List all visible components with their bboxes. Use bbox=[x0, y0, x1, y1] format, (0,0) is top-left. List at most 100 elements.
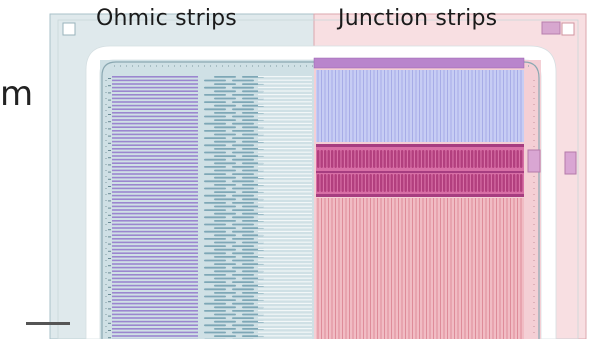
junction-strip-pad bbox=[376, 150, 379, 168]
junction-strip-pad bbox=[320, 150, 323, 168]
junction-strip-pad bbox=[408, 150, 411, 168]
ohmic-strip bbox=[258, 252, 312, 254]
junction-strip-pad bbox=[506, 150, 509, 168]
junction-strip-pad bbox=[320, 174, 323, 192]
ohmic-strip-segment bbox=[214, 227, 236, 229]
junction-strip-pad bbox=[334, 150, 337, 168]
ohmic-strip-segment bbox=[214, 155, 236, 157]
junction-strip-array bbox=[313, 57, 525, 339]
ohmic-strip bbox=[112, 76, 198, 78]
ohmic-strip bbox=[112, 144, 198, 146]
ohmic-strip bbox=[112, 209, 198, 211]
ohmic-strip-segment bbox=[232, 310, 254, 312]
junction-strip-pad bbox=[338, 174, 341, 192]
ohmic-strip bbox=[258, 180, 312, 182]
ohmic-strip-array bbox=[108, 76, 312, 339]
junction-strip-pad bbox=[436, 150, 439, 168]
ohmic-strip-segment bbox=[232, 259, 254, 262]
ohmic-strip bbox=[112, 263, 198, 265]
ohmic-strip-segment bbox=[214, 90, 236, 93]
junction-strip-pad bbox=[439, 174, 442, 192]
ohmic-strip bbox=[258, 263, 312, 265]
ohmic-strip-segment bbox=[204, 144, 226, 147]
ohmic-strip-segment bbox=[214, 328, 236, 330]
junction-strip-pad bbox=[404, 150, 407, 168]
ohmic-strip bbox=[258, 234, 312, 236]
junction-strip-pad bbox=[464, 150, 467, 168]
ohmic-strip bbox=[258, 277, 312, 279]
junction-strip-pad bbox=[467, 174, 470, 192]
junction-strip-pad bbox=[439, 150, 442, 168]
ohmic-strip bbox=[112, 112, 198, 114]
ohmic-strip-segment bbox=[214, 184, 236, 186]
ohmic-strip-segment bbox=[204, 317, 226, 319]
ohmic-strip bbox=[112, 126, 198, 128]
unit-label: m bbox=[0, 74, 34, 114]
ohmic-strip bbox=[112, 310, 198, 312]
ohmic-strip bbox=[258, 184, 312, 186]
ohmic-strip bbox=[258, 90, 312, 92]
ohmic-strip bbox=[112, 205, 198, 208]
junction-strip-pad bbox=[481, 150, 484, 168]
ohmic-strip-segment bbox=[204, 101, 226, 103]
ohmic-strip bbox=[112, 259, 198, 262]
ohmic-strip bbox=[112, 266, 198, 269]
ohmic-strip-segment bbox=[204, 166, 226, 168]
junction-strip-pad bbox=[327, 150, 330, 168]
ohmic-strip-segment bbox=[204, 187, 226, 190]
junction-strip-pad bbox=[362, 150, 365, 168]
ohmic-strip-segment bbox=[232, 151, 254, 154]
ohmic-strip bbox=[258, 306, 312, 308]
ohmic-strip bbox=[258, 169, 312, 171]
ohmic-strip-segment bbox=[232, 216, 254, 219]
ohmic-strip bbox=[112, 320, 198, 323]
ohmic-strip bbox=[112, 245, 198, 247]
ohmic-strip-segment bbox=[204, 122, 226, 125]
ohmic-strip bbox=[258, 202, 312, 204]
ohmic-strip-segment bbox=[204, 137, 226, 139]
ohmic-strip bbox=[258, 86, 312, 88]
junction-strip-pad bbox=[348, 150, 351, 168]
ohmic-strip bbox=[112, 108, 198, 110]
ohmic-strip bbox=[258, 295, 312, 297]
junction-strip-pad bbox=[317, 150, 320, 168]
ohmic-strip bbox=[112, 216, 198, 218]
ohmic-strip-segment bbox=[232, 86, 254, 89]
ohmic-strip-segment bbox=[232, 324, 254, 327]
junction-strip-pad bbox=[394, 174, 397, 192]
ohmic-strip-segment bbox=[204, 173, 226, 175]
junction-strip-pad bbox=[453, 174, 456, 192]
junction-strip-pad bbox=[492, 150, 495, 168]
ohmic-strip bbox=[112, 180, 198, 182]
ohmic-strip bbox=[258, 331, 312, 333]
ohmic-strip bbox=[258, 248, 312, 250]
ohmic-strip bbox=[258, 176, 312, 178]
ohmic-strip-segment bbox=[232, 108, 254, 111]
junction-strip-pad bbox=[415, 174, 418, 192]
ohmic-strip-segment bbox=[232, 302, 254, 305]
ohmic-strip bbox=[258, 281, 312, 283]
junction-strip-pad bbox=[383, 174, 386, 192]
ohmic-strip-segment bbox=[214, 335, 236, 337]
ohmic-strip bbox=[112, 292, 198, 294]
ohmic-strip bbox=[258, 284, 312, 286]
ohmic-strip-segment bbox=[204, 86, 226, 89]
ohmic-strip bbox=[112, 223, 198, 226]
junction-strip-pad bbox=[373, 150, 376, 168]
ohmic-strip bbox=[258, 230, 312, 232]
ohmic-strip bbox=[258, 324, 312, 326]
junction-strip-pad bbox=[401, 150, 404, 168]
ohmic-strip bbox=[258, 119, 312, 121]
ohmic-strip bbox=[112, 324, 198, 326]
ohmic-strip bbox=[258, 266, 312, 268]
junction-strip-pad bbox=[352, 150, 355, 168]
ohmic-strip-segment bbox=[232, 230, 254, 233]
ohmic-strip bbox=[112, 313, 198, 316]
ohmic-strip bbox=[258, 205, 312, 207]
ohmic-strip bbox=[258, 288, 312, 290]
ohmic-strip bbox=[258, 227, 312, 229]
junction-strip-pad bbox=[450, 174, 453, 192]
ohmic-strip-segment bbox=[214, 112, 236, 114]
junction-strip-pad bbox=[324, 150, 327, 168]
junction-strip-pad bbox=[509, 150, 512, 168]
